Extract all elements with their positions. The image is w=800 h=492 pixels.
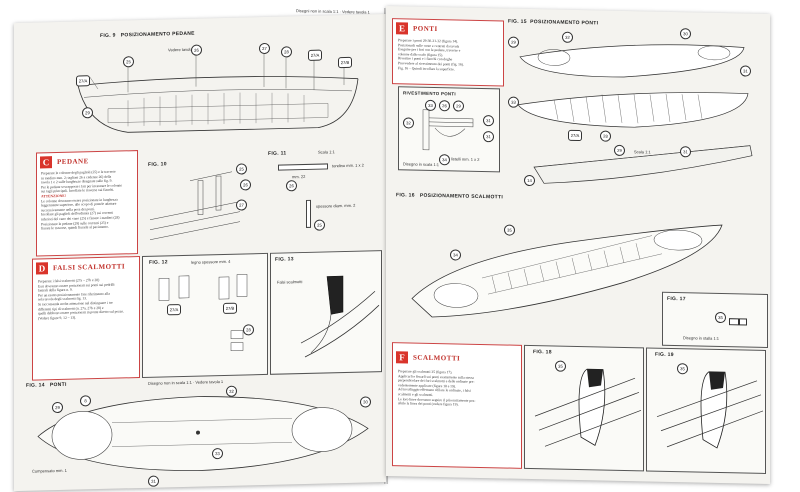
fig11-panel: FIG. 11 Scala 1:1 tondino mm. 1 x 2 mm. … bbox=[258, 146, 382, 249]
fig17-callout: 35 bbox=[715, 311, 726, 324]
fig15-panel: FIG. 15 POSIZIONAMENTO PONTI Scala 1:1 3… bbox=[504, 16, 766, 197]
section-c-letter: C bbox=[40, 156, 52, 169]
fig12-drawing bbox=[158, 274, 248, 352]
fig15-drawing bbox=[517, 44, 753, 184]
inset-callout: 29 bbox=[453, 100, 464, 112]
section-e-title: PONTI bbox=[413, 24, 438, 34]
fig11-strip bbox=[278, 163, 328, 171]
section-f-letter: F bbox=[396, 351, 408, 364]
fig19-drawing bbox=[656, 371, 764, 449]
rivestimento-ponti-inset: RIVESTIMENTO PONTI 33 26 29 31 32 31 34 … bbox=[398, 86, 500, 173]
fig10-panel: FIG. 10 25 26 27 bbox=[140, 157, 254, 252]
inset-callout: 31 bbox=[483, 115, 494, 127]
fig17-part bbox=[729, 318, 739, 326]
fig15-callout: 33 bbox=[508, 96, 519, 108]
section-c-title: PEDANE bbox=[57, 157, 89, 167]
fig13-drawing bbox=[300, 275, 380, 358]
fig14-panel: FIG. 14 PONTI Disegno non in scala 1:1 ·… bbox=[18, 372, 382, 489]
section-f-title: SCALMOTTI bbox=[413, 353, 461, 363]
fig11-note: spessore diam. mm. 2 bbox=[316, 202, 356, 209]
fig16-callout: 34 bbox=[450, 249, 461, 261]
fig15-callout: 14 bbox=[524, 174, 535, 187]
fig14-footer: Compensato mm. 1 bbox=[32, 467, 67, 474]
fig15-callout: 29 bbox=[508, 36, 519, 48]
inset-note: listelli mm. 1 x 2 bbox=[451, 156, 480, 162]
inset-callout: 32 bbox=[403, 117, 414, 129]
section-d-letter: D bbox=[36, 262, 48, 275]
fig15-callout: 28 bbox=[600, 130, 611, 142]
inset-footer: Disegno in scala 1:1 bbox=[403, 161, 440, 168]
fig15-callout: 27/A bbox=[568, 129, 582, 142]
fig10-drawing bbox=[149, 171, 241, 241]
fig17-label: FIG. 17 bbox=[667, 295, 686, 303]
fig12-panel: FIG. 12 legno spessore mm. 4 27/A 27/B 2… bbox=[142, 252, 268, 378]
section-d-falsi-scalmotti: D FALSI SCALMOTTI Preparare i falsi scal… bbox=[32, 256, 140, 381]
section-f-scalmotti: F SCALMOTTI Preparare gli scalmotti 35 (… bbox=[392, 342, 522, 469]
section-d-text: Preparare i falsi scalmotti (27a – 27b e… bbox=[38, 278, 125, 321]
fig12-callout: 27/B bbox=[223, 302, 237, 314]
section-e-ponti: E PONTI Preparare i ponti 29-30-31-32 (f… bbox=[392, 18, 504, 87]
fig11-rod bbox=[306, 199, 311, 228]
section-d-title: FALSI SCALMOTTI bbox=[53, 262, 126, 273]
fig9-hull-drawing bbox=[77, 52, 359, 133]
inset-callout: 33 bbox=[425, 99, 436, 112]
right-page-header: Disegni non in scala 1:1 · Vedere tavola… bbox=[296, 8, 370, 15]
inset-callout: 34 bbox=[439, 154, 450, 166]
fig15-callout: 29 bbox=[614, 144, 625, 157]
fig13-panel: FIG. 13 Falsi scalmotti bbox=[270, 250, 382, 375]
section-c-text: Preparare le colonne degli paglioli (25)… bbox=[41, 169, 133, 231]
fig15-callout: 30 bbox=[680, 28, 691, 40]
fig19-panel: FIG. 19 35 bbox=[646, 347, 766, 474]
inset-drawing bbox=[422, 109, 474, 151]
right-page: Disegni non in scala 1:1 · Vedere tavola… bbox=[296, 6, 770, 485]
fig15-callout: 32 bbox=[562, 31, 573, 43]
fig9-callout: 27/A bbox=[308, 49, 322, 61]
fig19-callout: 35 bbox=[677, 363, 688, 375]
fig15-callout: 31 bbox=[740, 65, 751, 77]
fig16-drawing bbox=[411, 224, 723, 318]
fig12-callout: 27/A bbox=[167, 304, 181, 316]
fig11-scale: Scala 1:1 bbox=[318, 149, 335, 155]
left-page: FIG. 9 POSIZIONAMENTO PEDANE Vedere tavo… bbox=[14, 14, 386, 492]
fig18-callout: 35 bbox=[555, 360, 566, 372]
fig9-panel: FIG. 9 POSIZIONAMENTO PEDANE Vedere tavo… bbox=[18, 20, 382, 149]
fig15-callout: 31 bbox=[680, 146, 691, 158]
fig14-deck-drawing bbox=[37, 396, 369, 471]
fig11-callout: 25 bbox=[314, 219, 325, 231]
section-e-text: Preparare i ponti 29-30-31-32 (figura 14… bbox=[398, 38, 464, 72]
fig18-drawing bbox=[534, 368, 642, 447]
inset-callout: 31 bbox=[483, 131, 494, 143]
fig16-panel: FIG. 16 POSIZIONAMENTO SCALMOTTI 35 34 bbox=[392, 188, 766, 340]
fig9-callout: 27/A bbox=[76, 75, 90, 87]
fig17-note: Disegno in stalla 1:1 bbox=[683, 335, 720, 341]
fig17-panel: FIG. 17 35 Disegno in stalla 1:1 bbox=[662, 291, 768, 349]
fig17-part bbox=[739, 318, 747, 326]
section-f-text: Preparare gli scalmotti 35 (figura 17).A… bbox=[398, 369, 476, 407]
fig16-callout: 35 bbox=[504, 224, 515, 236]
section-c-pedane: C PEDANE Preparare le colonne degli pagl… bbox=[36, 150, 138, 257]
fig11-note: tondino mm. 1 x 2 bbox=[332, 162, 364, 169]
fig18-panel: FIG. 18 35 bbox=[524, 344, 644, 472]
fig11-note: mm. 22 bbox=[292, 173, 306, 180]
fig9-callout: 27/B bbox=[338, 56, 352, 69]
fig11-label: FIG. 11 bbox=[268, 150, 287, 157]
inset-callout: 26 bbox=[439, 100, 450, 112]
fig11-callout: 26 bbox=[286, 180, 297, 192]
section-e-letter: E bbox=[396, 22, 408, 35]
